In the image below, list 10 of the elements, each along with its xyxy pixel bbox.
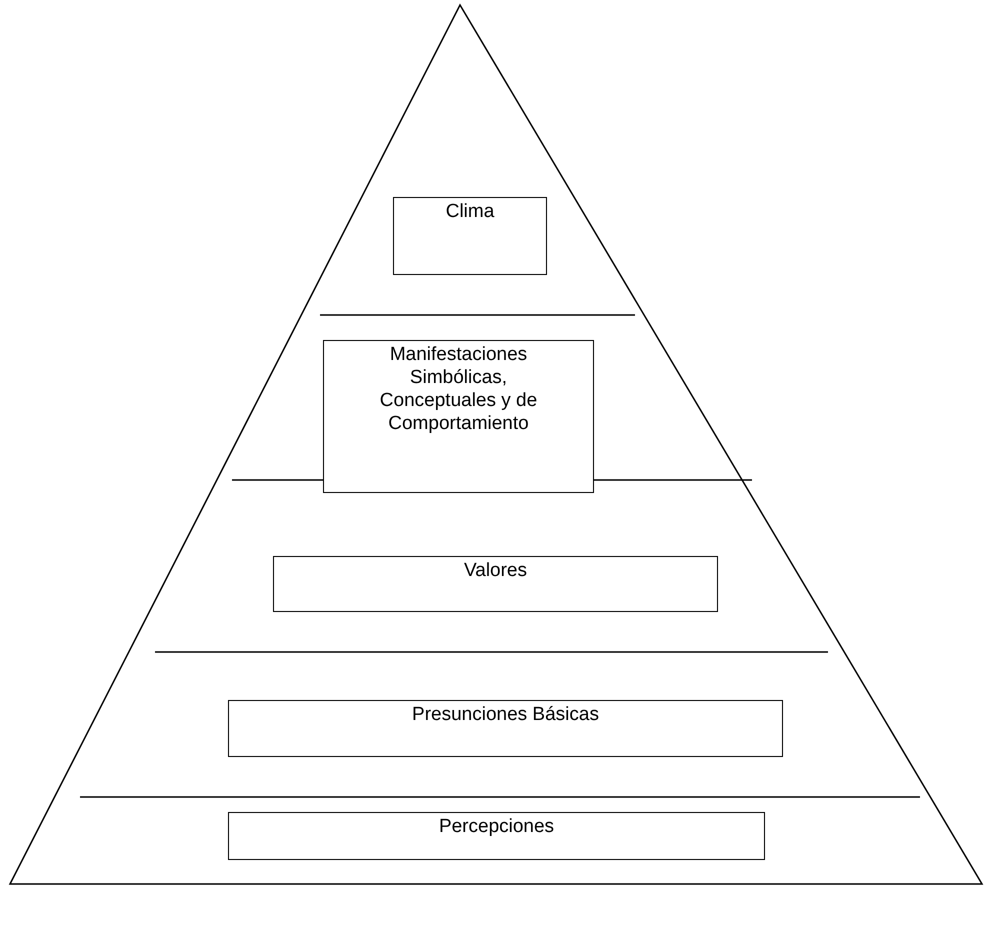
box-text: Clima <box>446 200 494 223</box>
label-box <box>228 812 765 860</box>
label-box <box>393 197 547 275</box>
box-text: Percepciones <box>438 815 554 838</box>
label-box <box>323 340 594 493</box>
label-box <box>228 700 783 757</box>
box-text: Presunciones Básicas <box>412 703 599 726</box>
label-box <box>273 556 718 612</box>
box-text: Manifestaciones Simbólicas, Conceptuales y de Comportamiento <box>378 343 538 435</box>
box-text: Valores <box>464 559 527 582</box>
